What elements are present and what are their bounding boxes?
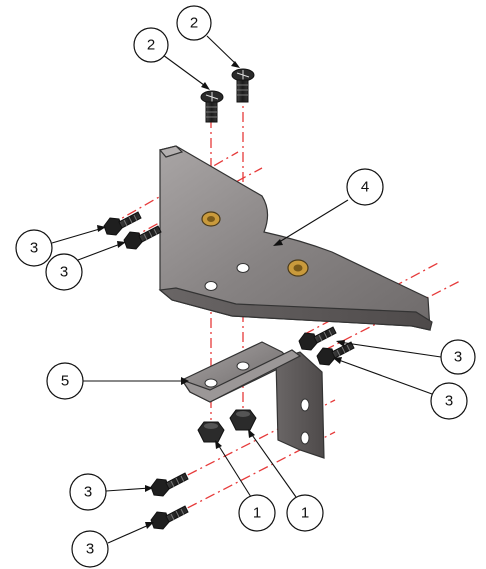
callout-label: 1 (253, 505, 261, 522)
callout-1: 1 (238, 494, 276, 532)
lower-bracket-edge (180, 349, 302, 403)
leader-line (275, 199, 349, 245)
bracket-hole (300, 431, 310, 445)
callout-label: 3 (60, 264, 68, 281)
upper-bracket-lip (158, 145, 184, 158)
axis-line (109, 151, 239, 226)
lower-bracket-side (275, 351, 325, 459)
leader-line (338, 341, 442, 358)
bracket-hole (236, 361, 250, 371)
hex-screw (103, 211, 142, 236)
callout-5: 5 (46, 362, 84, 400)
axis-line (324, 279, 463, 351)
leader-line (206, 35, 239, 67)
callout-label: 3 (86, 541, 94, 558)
hex-nut (229, 409, 257, 431)
leader-line (216, 442, 252, 498)
callout-label: 2 (190, 15, 198, 32)
callout-3: 3 (71, 530, 109, 568)
insert-bore (207, 216, 215, 222)
nut-bore (204, 423, 218, 429)
bracket-hole (300, 398, 310, 412)
leader-line (105, 487, 151, 492)
hex-screw (123, 225, 162, 250)
bracket-hole (204, 378, 218, 388)
callout-label: 3 (445, 393, 453, 410)
callout-3: 3 (15, 229, 53, 267)
callout-4: 4 (346, 168, 384, 206)
leader-line (107, 523, 152, 544)
hex-screw (298, 326, 337, 351)
upper-bracket (158, 145, 433, 331)
hex-screw (150, 472, 189, 497)
insert-bore (293, 264, 303, 272)
top-screw (231, 68, 255, 103)
bracket-hole (236, 263, 250, 273)
callout-2: 2 (133, 27, 169, 63)
axis-line (304, 261, 441, 335)
callout-label: 3 (30, 240, 38, 257)
leader-line (162, 54, 209, 89)
callout-label: 3 (84, 484, 92, 501)
hex-screw (150, 505, 189, 530)
callout-label: 5 (61, 373, 69, 390)
top-screw (200, 90, 224, 123)
callout-label: 2 (147, 37, 155, 54)
leader-line (249, 431, 297, 498)
callout-2: 2 (176, 5, 212, 41)
callout-label: 1 (301, 505, 309, 522)
leader-lines (51, 35, 442, 544)
nut-bore (236, 411, 250, 417)
lower-bracket (180, 341, 325, 459)
callout-3: 3 (69, 473, 107, 511)
leader-line (335, 358, 433, 395)
callout-1: 1 (286, 494, 324, 532)
upper-bracket-flange (158, 287, 433, 331)
callout-3: 3 (430, 382, 468, 420)
callout-3: 3 (440, 339, 476, 375)
hex-nut (197, 421, 225, 443)
callout-label: 4 (361, 179, 369, 196)
callout-3: 3 (45, 253, 83, 291)
hex-screw (316, 341, 355, 366)
bracket-hole (204, 281, 218, 291)
callout-label: 3 (454, 349, 462, 366)
leader-line (51, 227, 104, 244)
leader-line (77, 242, 124, 261)
